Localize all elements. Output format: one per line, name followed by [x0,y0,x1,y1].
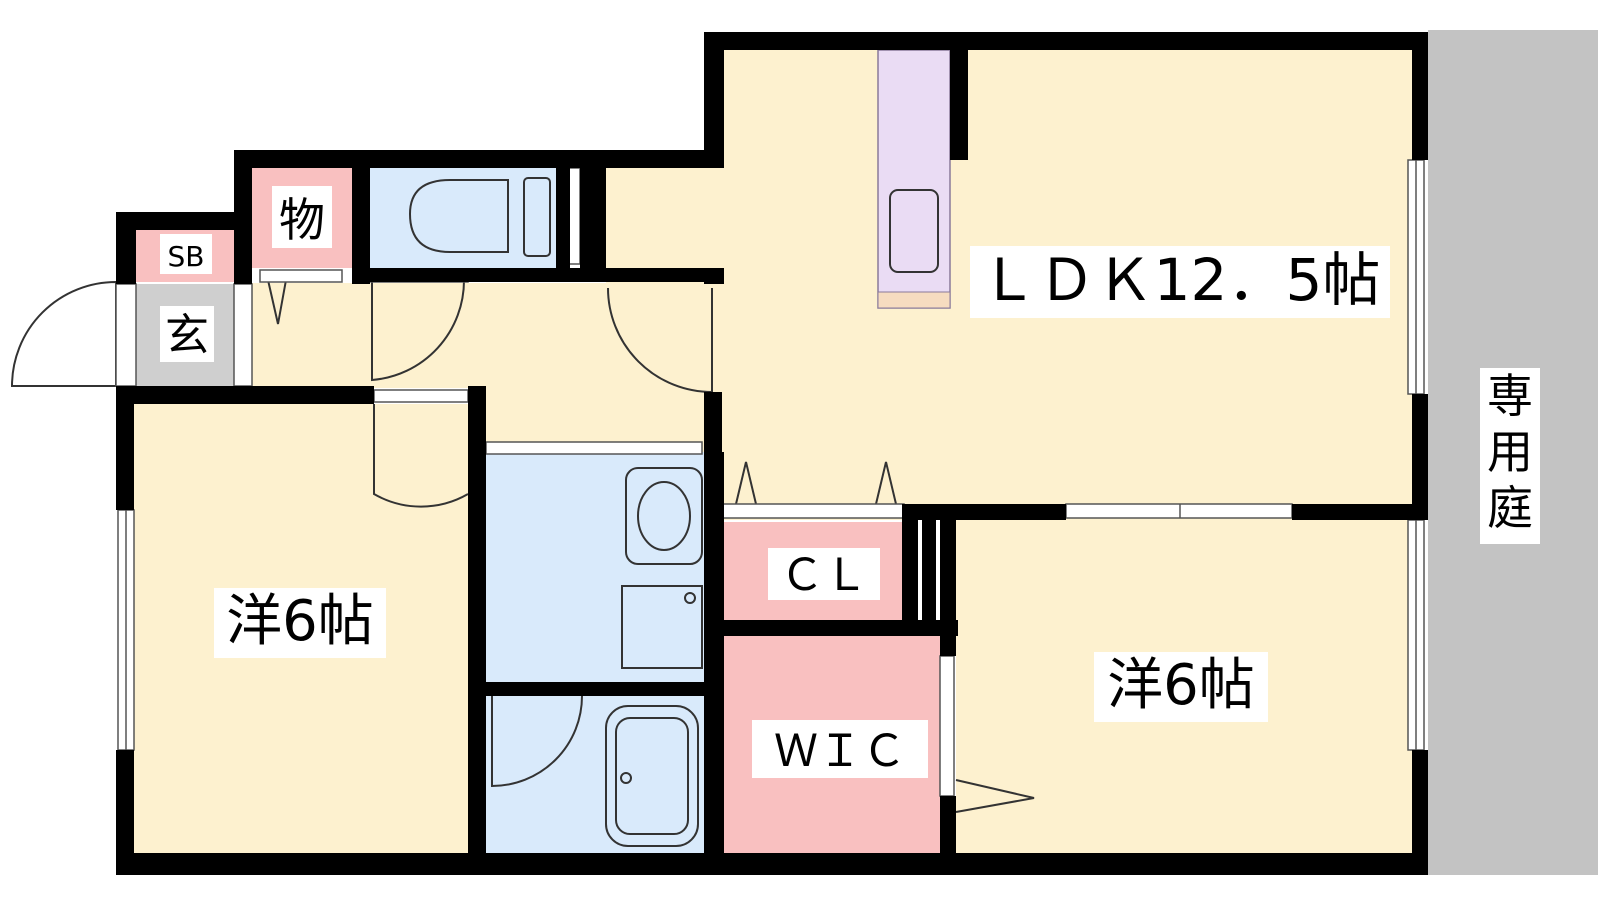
washbasin-icon [625,467,703,565]
western-left-door-swing [373,404,469,508]
sliding-door-ldk-western [1065,503,1293,519]
kitchen-counter-edge [877,291,951,309]
bathtub-icon [605,705,699,847]
closet-door-left-icon [735,461,757,505]
storage-label: 物 [279,193,325,247]
western-door-frame [373,389,469,403]
western-left-label: 洋6帖 [226,589,374,654]
bathroom-floor [486,696,704,853]
toilet-door-swing [371,279,466,382]
washroom-floor [486,452,704,682]
room-labels: ＬＤＫ12．5帖 洋6帖 洋6帖 ＣＬ ＷＩＣ 物 SB 玄 専用庭 [160,186,1540,778]
kitchen-counter [877,49,951,309]
front-door-swing [10,280,117,387]
bathtub-inner-icon [615,717,689,835]
ldk-door-swing [607,287,713,394]
bathtub-drain-icon [620,772,632,784]
closet-door-right-icon [875,461,897,505]
bathroom-door-swing [491,695,583,788]
drain-icon [684,592,696,604]
washing-machine-icon [621,585,703,669]
closet-label: ＣＬ [780,550,868,601]
kitchen-sink-icon [889,189,939,273]
hall-door-frame [233,283,253,387]
entrance-label: 玄 [165,310,209,361]
sliding-door-washroom [485,441,703,455]
garden-label: 専用庭 [1487,369,1533,535]
toilet-tank-icon [523,177,551,257]
walls [116,32,1428,875]
hallway-floor [252,283,722,388]
windows [115,159,1425,797]
garden-label-char: 庭 [1487,481,1533,535]
fixtures [408,177,939,847]
ldk-label: ＬＤＫ12．5帖 [980,246,1381,314]
entrance-door-frame [115,283,137,387]
storage-door-frame [259,269,343,283]
doors [10,279,1035,813]
garden-label-char: 用 [1487,425,1533,479]
sliding-door-closet [721,503,905,519]
shoebox-label: SB [168,240,205,273]
garden-label-char: 専 [1487,369,1533,423]
western-right-label: 洋6帖 [1107,653,1255,718]
wic-label: ＷＩＣ [774,726,906,777]
wic-door-frame [939,655,955,797]
washbasin-bowl-icon [637,481,691,551]
wic-door-icon [955,779,1035,813]
toilet-icon [408,179,509,253]
